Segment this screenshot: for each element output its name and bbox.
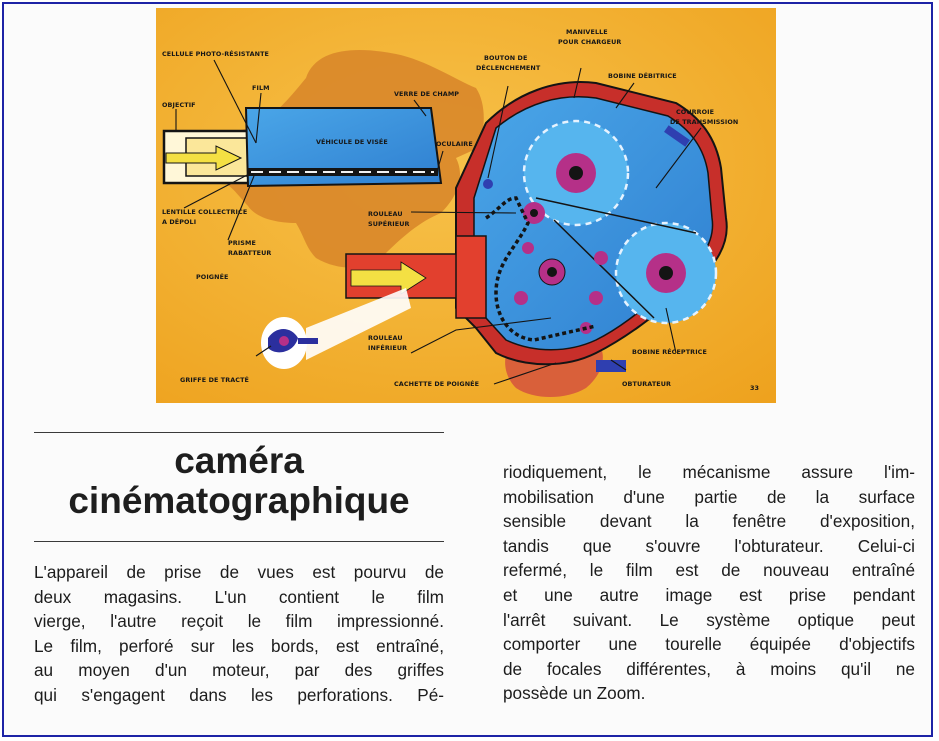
label-lentille-2: A DÉPOLI bbox=[162, 217, 196, 226]
label-oculaire: OCULAIRE bbox=[436, 140, 473, 148]
text-line: Le film, perforé sur les bords, est entr… bbox=[34, 635, 444, 656]
leader-lines bbox=[175, 59, 702, 385]
title-rule-top bbox=[34, 432, 444, 433]
label-griffe: GRIFFE DE TRACTÉ bbox=[180, 375, 249, 384]
text-line: qui s'engagent dans les perforations. Pé… bbox=[34, 684, 444, 705]
text-line: possède un Zoom. bbox=[503, 683, 646, 704]
label-viseur: VÉHICULE DE VISÉE bbox=[316, 137, 388, 146]
label-film: FILM bbox=[252, 84, 270, 92]
label-manivelle-2: POUR CHARGEUR bbox=[558, 38, 621, 46]
text-line: et une autre image est prise pendant bbox=[503, 584, 915, 605]
text-line: vierge, l'autre reçoit le film impressio… bbox=[34, 611, 444, 632]
text-line: refermé, le film est de nouveau entraîné bbox=[503, 560, 915, 581]
text-line: riodiquement, le mécanisme assure l'im- bbox=[503, 462, 915, 482]
camera-body bbox=[345, 81, 728, 372]
claw-detail bbox=[261, 288, 411, 369]
label-inferieur-2: INFÉRIEUR bbox=[368, 343, 407, 352]
title-rule-bottom bbox=[34, 541, 444, 542]
text-line: deux magasins. L'un contient le film bbox=[34, 586, 444, 607]
text-line: l'arrêt suivant. Le système optique peut bbox=[503, 609, 915, 630]
viewfinder-block bbox=[244, 107, 443, 188]
label-poignee: POIGNÉE bbox=[196, 272, 229, 281]
label-inferieur-1: ROULEAU bbox=[368, 334, 403, 342]
text-line: de focales différentes, à moins qu'il ne bbox=[503, 658, 915, 679]
page-number: 33 bbox=[750, 384, 759, 392]
label-objectif: OBJECTIF bbox=[162, 101, 196, 109]
label-manivelle-1: MANIVELLE bbox=[566, 28, 608, 36]
text-line: tandis que s'ouvre l'obturateur. Celui-c… bbox=[503, 535, 915, 556]
label-cachette: CACHETTE DE POIGNÉE bbox=[394, 379, 479, 388]
article-title-line-1: caméra bbox=[174, 440, 304, 481]
text-line: mobilisation d'une partie de la surface bbox=[503, 486, 915, 507]
text-line: au moyen d'un moteur, par des griffes bbox=[34, 660, 444, 681]
label-bouton-1: BOUTON DE bbox=[484, 54, 527, 62]
objective-lens bbox=[162, 129, 258, 185]
diagram-labels: CELLULE PHOTO-RÉSISTANTE FILM OBJECTIF L… bbox=[162, 28, 759, 392]
label-verre: VERRE DE CHAMP bbox=[394, 90, 459, 98]
label-prisme-2: RABATTEUR bbox=[228, 249, 271, 257]
article-column-1: L'appareil de prise de vues est pourvu d… bbox=[34, 560, 444, 708]
label-prisme-1: PRISME bbox=[228, 239, 256, 247]
article-title-line-2: cinématographique bbox=[68, 480, 410, 521]
text-line: L'appareil de prise de vues est pourvu d… bbox=[34, 562, 444, 582]
label-bobine-receptrice: BOBINE RÉCEPTRICE bbox=[632, 347, 707, 356]
label-bobine-debitrice: BOBINE DÉBITRICE bbox=[608, 71, 677, 80]
label-obturateur: OBTURATEUR bbox=[622, 380, 671, 388]
article-column-2: riodiquement, le mécanisme assure l'im- … bbox=[503, 460, 915, 706]
text-line: comporter une tourelle équipée d'objecti… bbox=[503, 634, 915, 655]
camera-illustration: CELLULE PHOTO-RÉSISTANTE FILM OBJECTIF L… bbox=[156, 8, 776, 403]
text-line: sensible devant la fenêtre d'exposition, bbox=[503, 511, 915, 532]
label-cellule: CELLULE PHOTO-RÉSISTANTE bbox=[162, 49, 269, 58]
label-lentille-1: LENTILLE COLLECTRICE bbox=[162, 208, 247, 216]
label-superieur-1: ROULEAU bbox=[368, 210, 403, 218]
label-courroie-2: DE TRANSMISSION bbox=[670, 118, 738, 126]
label-bouton-2: DÉCLENCHEMENT bbox=[476, 63, 541, 72]
label-courroie-1: COURROIE bbox=[676, 108, 714, 116]
label-superieur-2: SUPÉRIEUR bbox=[368, 219, 410, 228]
